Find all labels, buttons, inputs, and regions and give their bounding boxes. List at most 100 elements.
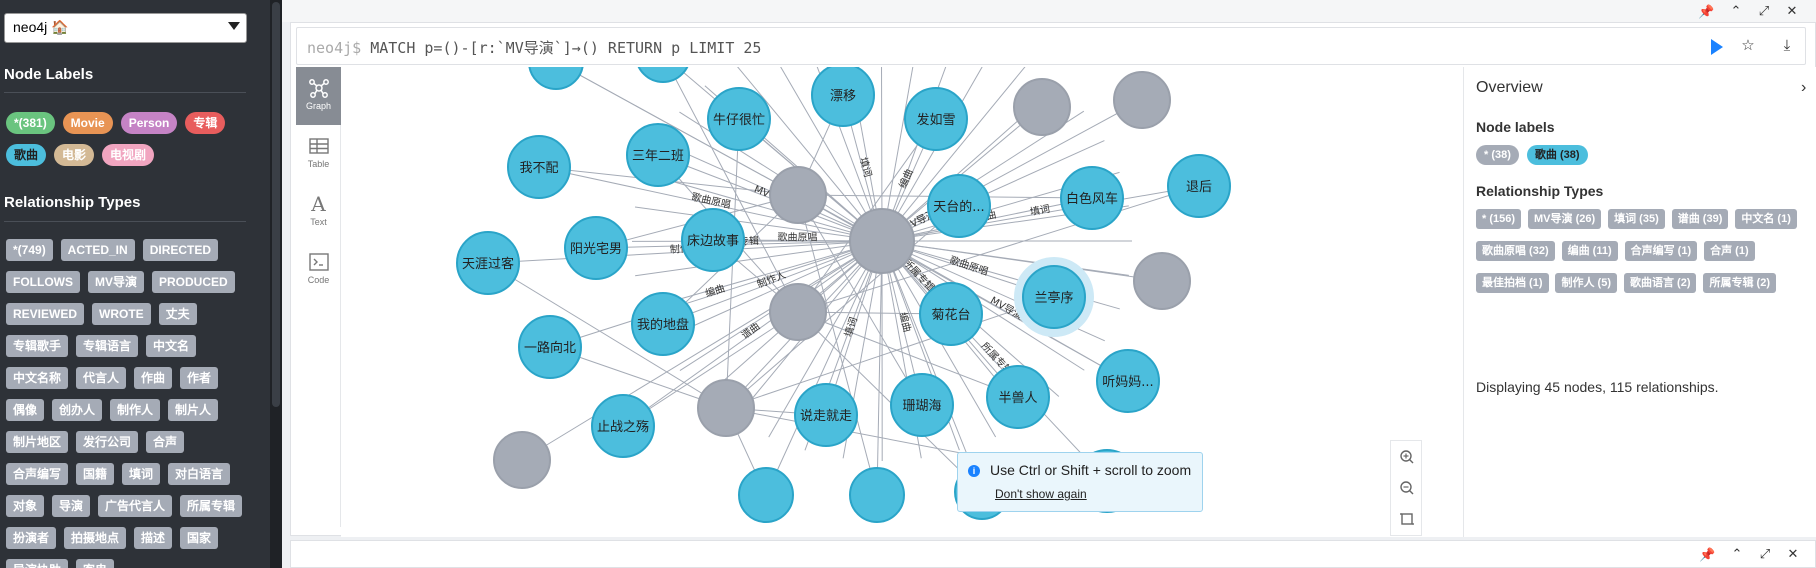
relationship-edge[interactable] xyxy=(881,106,1043,242)
run-icon[interactable] xyxy=(1711,39,1723,55)
relationship-edge[interactable] xyxy=(881,240,983,493)
relationship-type-tag[interactable]: 专辑歌手 xyxy=(6,335,69,357)
relationship-type-tag[interactable]: 导演协助 xyxy=(6,559,69,568)
relationship-type-tag[interactable]: FOLLOWS xyxy=(6,271,80,293)
relationship-edge[interactable] xyxy=(881,240,1108,482)
database-select[interactable]: neo4j 🏠 xyxy=(4,13,247,43)
relationship-type-tag[interactable]: PRODUCED xyxy=(151,271,235,293)
tab-text[interactable]: A Text xyxy=(296,183,341,241)
relationship-type-tag[interactable]: 合声 xyxy=(146,431,185,453)
song-node[interactable] xyxy=(1096,349,1160,413)
song-node[interactable] xyxy=(919,282,983,346)
relationship-type-tag[interactable]: 中文名 xyxy=(146,335,197,357)
relationship-edge[interactable] xyxy=(659,240,883,342)
pin-icon[interactable]: 📌 xyxy=(1698,4,1715,19)
relationship-type-tag[interactable]: 中文名称 xyxy=(6,367,69,389)
relationship-edge[interactable] xyxy=(797,185,1200,313)
relationship-type-tag[interactable]: 扮演者 xyxy=(6,527,57,549)
node-label-pill[interactable]: 电影 xyxy=(54,144,95,166)
relationship-edge[interactable] xyxy=(797,311,983,493)
node-label-pill[interactable]: 电视剧 xyxy=(102,144,155,166)
relationship-edge[interactable] xyxy=(662,240,883,325)
close-icon[interactable]: ✕ xyxy=(1786,3,1798,18)
relationship-type-tag[interactable]: 偶像 xyxy=(6,399,45,421)
overview-rel-type-tag[interactable]: * (156) xyxy=(1476,209,1522,229)
node-label-pill[interactable]: 专辑 xyxy=(185,112,226,134)
relationship-edge[interactable] xyxy=(768,240,883,438)
overview-rel-type-tag[interactable]: 最佳拍档 (1) xyxy=(1476,273,1549,293)
relationship-edge[interactable] xyxy=(881,67,883,242)
relationship-type-tag[interactable]: 国籍 xyxy=(76,463,115,485)
song-node[interactable] xyxy=(1060,166,1124,230)
song-node[interactable] xyxy=(849,467,905,523)
song-node[interactable] xyxy=(707,87,771,151)
relationship-type-tag[interactable]: 创办人 xyxy=(52,399,103,421)
node-label-pill[interactable]: Movie xyxy=(62,112,113,134)
close-icon[interactable]: ✕ xyxy=(1787,546,1799,561)
relationship-edge[interactable] xyxy=(643,172,883,242)
relationship-edge[interactable] xyxy=(635,240,883,277)
relationship-type-tag[interactable]: 国家 xyxy=(180,527,219,549)
song-node[interactable] xyxy=(1167,154,1231,218)
graph-node[interactable] xyxy=(849,208,915,274)
song-node[interactable] xyxy=(456,231,520,295)
fit-view-icon[interactable] xyxy=(1399,511,1415,527)
relationship-edge[interactable] xyxy=(768,67,883,242)
relationship-edge[interactable] xyxy=(663,67,799,313)
relationship-edge[interactable] xyxy=(663,67,883,242)
overview-rel-type-tag[interactable]: 谱曲 (39) xyxy=(1671,209,1729,229)
dont-show-again-link[interactable]: Don't show again xyxy=(995,487,1087,501)
relationship-type-tag[interactable]: 拍摄地点 xyxy=(64,527,127,549)
song-node[interactable] xyxy=(904,87,968,151)
relationship-type-tag[interactable]: 发行公司 xyxy=(76,431,139,453)
relationship-edge[interactable] xyxy=(725,205,960,409)
overview-rel-type-tag[interactable]: 填词 (35) xyxy=(1608,209,1665,229)
sidebar-scrollbar-thumb[interactable] xyxy=(272,2,280,407)
tab-table[interactable]: Table xyxy=(296,125,341,183)
song-node[interactable] xyxy=(564,216,628,280)
song-node[interactable] xyxy=(890,373,954,437)
relationship-edge[interactable] xyxy=(622,311,799,427)
overview-rel-type-tag[interactable]: 合声 (1) xyxy=(1704,241,1755,261)
relationship-type-tag[interactable]: *(749) xyxy=(6,239,53,261)
overview-rel-type-tag[interactable]: 制作人 (5) xyxy=(1555,273,1617,293)
chevron-right-icon[interactable]: › xyxy=(1801,79,1807,96)
relationship-type-tag[interactable]: DIRECTED xyxy=(142,239,219,261)
overview-rel-type-tag[interactable]: 合声编写 (1) xyxy=(1624,241,1698,261)
relationship-edge[interactable] xyxy=(842,67,883,242)
query-text[interactable]: neo4j$ MATCH p=()-[r:`MV导演`]→() RETURN p… xyxy=(307,37,761,58)
zoom-out-icon[interactable] xyxy=(1399,480,1415,496)
relationship-edge[interactable] xyxy=(876,240,883,496)
song-node[interactable] xyxy=(507,135,571,199)
node-label-pill[interactable]: 歌曲 xyxy=(6,144,47,166)
graph-canvas[interactable]: 歌曲原唱MV导演谱曲填词编曲制作人所属专辑歌曲原唱MV导演谱曲填词编曲制作人所属… xyxy=(341,67,1463,537)
graph-node[interactable] xyxy=(697,379,755,437)
relationship-edge[interactable] xyxy=(881,140,1105,242)
overview-rel-type-tag[interactable]: MV导演 (26) xyxy=(1528,209,1602,229)
relationship-type-tag[interactable]: 作曲 xyxy=(134,367,173,389)
relationship-edge[interactable] xyxy=(881,240,1085,371)
relationship-type-tag[interactable]: 制作人 xyxy=(110,399,161,421)
song-node[interactable] xyxy=(518,315,582,379)
overview-node-label-pill[interactable]: * (38) xyxy=(1476,145,1519,165)
relationship-type-tag[interactable]: 对象 xyxy=(6,495,45,517)
song-node[interactable] xyxy=(681,208,745,272)
relationship-edge[interactable] xyxy=(735,67,883,242)
graph-svg[interactable]: 歌曲原唱MV导演谱曲填词编曲制作人所属专辑歌曲原唱MV导演谱曲填词编曲制作人所属… xyxy=(341,67,1463,537)
relationship-type-tag[interactable]: 作者 xyxy=(180,367,219,389)
relationship-type-tag[interactable]: 代言人 xyxy=(76,367,127,389)
relationship-edge[interactable] xyxy=(881,67,1028,242)
song-node[interactable] xyxy=(811,67,875,127)
relationship-edge[interactable] xyxy=(521,240,883,461)
song-node[interactable] xyxy=(626,123,690,187)
relationship-type-tag[interactable]: 广告代言人 xyxy=(98,495,173,517)
zoom-in-icon[interactable] xyxy=(1399,449,1415,465)
fullscreen-icon[interactable]: ⤢ xyxy=(1759,546,1771,561)
star-icon[interactable]: ☆ xyxy=(1741,37,1755,54)
relationship-type-tag[interactable]: 对白语言 xyxy=(168,463,231,485)
pin-icon[interactable]: 📌 xyxy=(1699,547,1716,562)
relationship-edge[interactable] xyxy=(549,240,883,348)
relationship-type-tag[interactable]: 专辑语言 xyxy=(76,335,139,357)
overview-rel-type-tag[interactable]: 歌曲原唱 (32) xyxy=(1476,241,1555,261)
overview-rel-type-tag[interactable]: 歌曲语言 (2) xyxy=(1623,273,1697,293)
